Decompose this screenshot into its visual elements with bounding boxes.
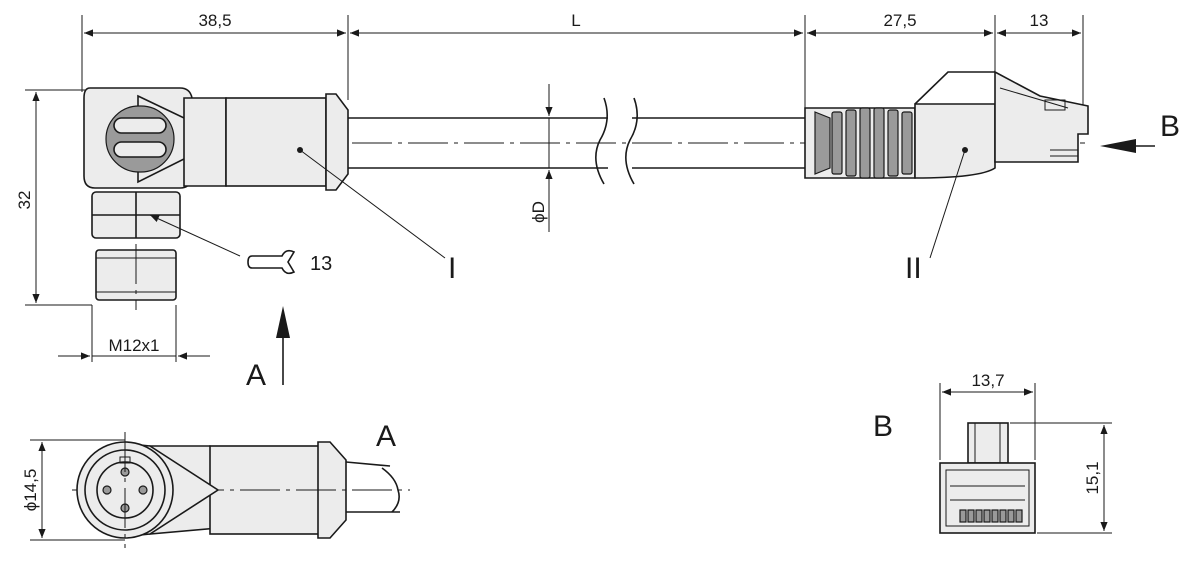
nut-diameter-dimension: ϕ14,5	[21, 439, 125, 541]
dim-height: 32	[15, 191, 34, 210]
cable	[348, 97, 1085, 185]
dim-cable-length: L	[571, 11, 580, 30]
top-dimension-chain: 38,5 L 27,5 13	[81, 11, 1084, 110]
dim-connector-length: 38,5	[198, 11, 231, 30]
m12-angled-connector	[83, 87, 349, 310]
thread-dimension: M12x1	[58, 305, 210, 362]
dim-cable-diameter: ϕD	[529, 201, 548, 223]
wrench-size: 13	[310, 253, 332, 275]
height-dimension: 32	[15, 89, 95, 306]
plug-height-dimension: 15,1	[1010, 422, 1112, 534]
rj45-plug	[804, 70, 1089, 179]
view-b-arrow-label: B	[1160, 110, 1180, 143]
wrench-callout: 13	[149, 214, 332, 275]
view-a-title: A	[376, 420, 396, 453]
view-a-arrow: A	[246, 306, 290, 392]
part-label-one: I	[448, 252, 456, 285]
part-label-two: II	[905, 252, 922, 285]
dim-plug-body-length: 27,5	[883, 11, 916, 30]
view-b: B	[873, 410, 1036, 534]
view-a-arrow-label: A	[246, 359, 266, 392]
part-labels: I II	[299, 149, 966, 285]
wrench-icon	[247, 249, 296, 275]
dim-plug-height: 15,1	[1083, 461, 1102, 494]
dim-nut-diameter: ϕ14,5	[21, 469, 40, 512]
dim-thread: M12x1	[108, 336, 159, 355]
view-b-arrow: B	[1100, 110, 1180, 153]
plug-width-dimension: 13,7	[939, 371, 1036, 460]
cable-diameter-dimension: ϕD	[529, 84, 553, 232]
dim-plug-tip-length: 13	[1030, 11, 1049, 30]
view-a: A	[72, 420, 410, 548]
dim-plug-width: 13,7	[971, 371, 1004, 390]
view-b-title: B	[873, 410, 893, 443]
